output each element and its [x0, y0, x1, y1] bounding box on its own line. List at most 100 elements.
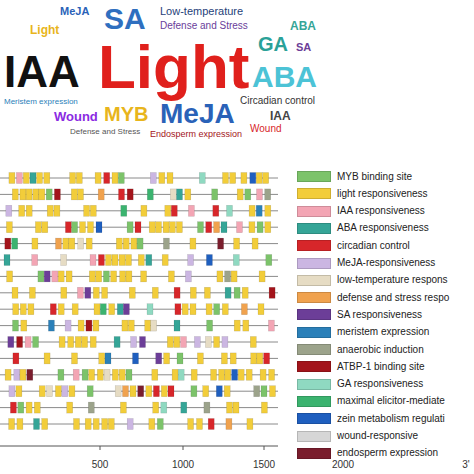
- element-box: [27, 369, 33, 380]
- element-box: [135, 222, 141, 233]
- element-box: [222, 304, 228, 315]
- element-box: [12, 287, 18, 298]
- element-box: [126, 255, 132, 266]
- element-box: [68, 337, 74, 348]
- cloud-word: SA: [104, 4, 146, 34]
- element-box: [225, 271, 231, 282]
- element-box: [265, 205, 271, 216]
- element-box: [163, 222, 169, 233]
- element-box: [176, 222, 182, 233]
- element-box: [122, 320, 128, 331]
- legend-swatch: [297, 448, 331, 459]
- element-box: [128, 320, 134, 331]
- element-box: [56, 238, 62, 249]
- element-box: [89, 271, 95, 282]
- element-box: [96, 271, 102, 282]
- element-box: [257, 222, 263, 233]
- element-box: [105, 353, 111, 364]
- cloud-word: Wound: [250, 124, 282, 134]
- legend-swatch: [297, 396, 331, 407]
- element-box: [58, 271, 64, 282]
- element-box: [174, 320, 180, 331]
- element-box: [162, 255, 168, 266]
- element-box: [227, 402, 233, 413]
- element-box: [194, 337, 200, 348]
- element-box: [257, 353, 263, 364]
- element-box: [129, 287, 135, 298]
- legend-swatch: [297, 292, 331, 303]
- element-box: [214, 304, 220, 315]
- element-box: [69, 238, 75, 249]
- element-box: [265, 222, 271, 233]
- cloud-word: Circadian control: [240, 96, 315, 106]
- element-box: [231, 271, 237, 282]
- element-box: [47, 205, 53, 216]
- element-box: [152, 369, 158, 380]
- element-box: [177, 353, 183, 364]
- element-box: [32, 255, 38, 266]
- cloud-word: MeJA: [160, 100, 235, 128]
- element-box: [152, 287, 158, 298]
- element-box: [19, 205, 25, 216]
- element-box: [221, 353, 227, 364]
- legend-text: anaerobic induction: [337, 345, 424, 355]
- element-box: [254, 386, 260, 397]
- element-box: [131, 337, 137, 348]
- element-box: [119, 255, 125, 266]
- element-box: [250, 173, 256, 184]
- legend-text: ABA responsiveness: [337, 223, 429, 233]
- element-box: [157, 419, 163, 430]
- element-box: [234, 320, 240, 331]
- element-box: [112, 255, 118, 266]
- element-box: [256, 173, 262, 184]
- element-box: [203, 386, 209, 397]
- cloud-word: IAA: [270, 110, 291, 122]
- axis-label: 1500: [253, 460, 275, 470]
- element-box: [188, 419, 194, 430]
- legend-text: SA responsiveness: [337, 310, 422, 320]
- element-box: [20, 369, 26, 380]
- axis-label: 2000: [332, 460, 354, 470]
- element-box: [89, 369, 95, 380]
- element-box: [102, 287, 108, 298]
- element-box: [147, 304, 153, 315]
- element-box: [118, 173, 124, 184]
- element-box: [197, 419, 203, 430]
- legend-text: maximal elicitor-mediate: [337, 396, 445, 406]
- legend-swatch: [297, 275, 331, 286]
- cloud-word: SA: [296, 42, 311, 53]
- element-box: [78, 320, 84, 331]
- element-box: [185, 189, 191, 200]
- element-box: [232, 369, 238, 380]
- element-box: [6, 205, 12, 216]
- element-box: [197, 353, 203, 364]
- element-box: [62, 386, 68, 397]
- element-box: [233, 255, 239, 266]
- element-box: [18, 402, 24, 413]
- element-box: [145, 320, 151, 331]
- element-box: [227, 205, 233, 216]
- element-box: [168, 271, 174, 282]
- element-box: [34, 402, 40, 413]
- element-box: [237, 189, 243, 200]
- element-box: [25, 337, 31, 348]
- element-box: [85, 419, 91, 430]
- element-box: [33, 337, 39, 348]
- cloud-word: Low-temperature: [160, 6, 243, 17]
- element-box: [87, 386, 93, 397]
- element-box: [37, 173, 43, 184]
- cloud-word: IAA: [4, 50, 80, 94]
- element-box: [65, 320, 71, 331]
- element-box: [181, 402, 187, 413]
- element-box: [76, 173, 82, 184]
- element-box: [123, 386, 129, 397]
- element-box: [59, 337, 65, 348]
- legend-swatch: [297, 240, 331, 251]
- element-box: [17, 419, 23, 430]
- element-box: [188, 205, 194, 216]
- element-box: [21, 320, 27, 331]
- element-box: [4, 255, 10, 266]
- element-box: [39, 189, 45, 200]
- element-box: [163, 238, 169, 249]
- element-box: [20, 189, 26, 200]
